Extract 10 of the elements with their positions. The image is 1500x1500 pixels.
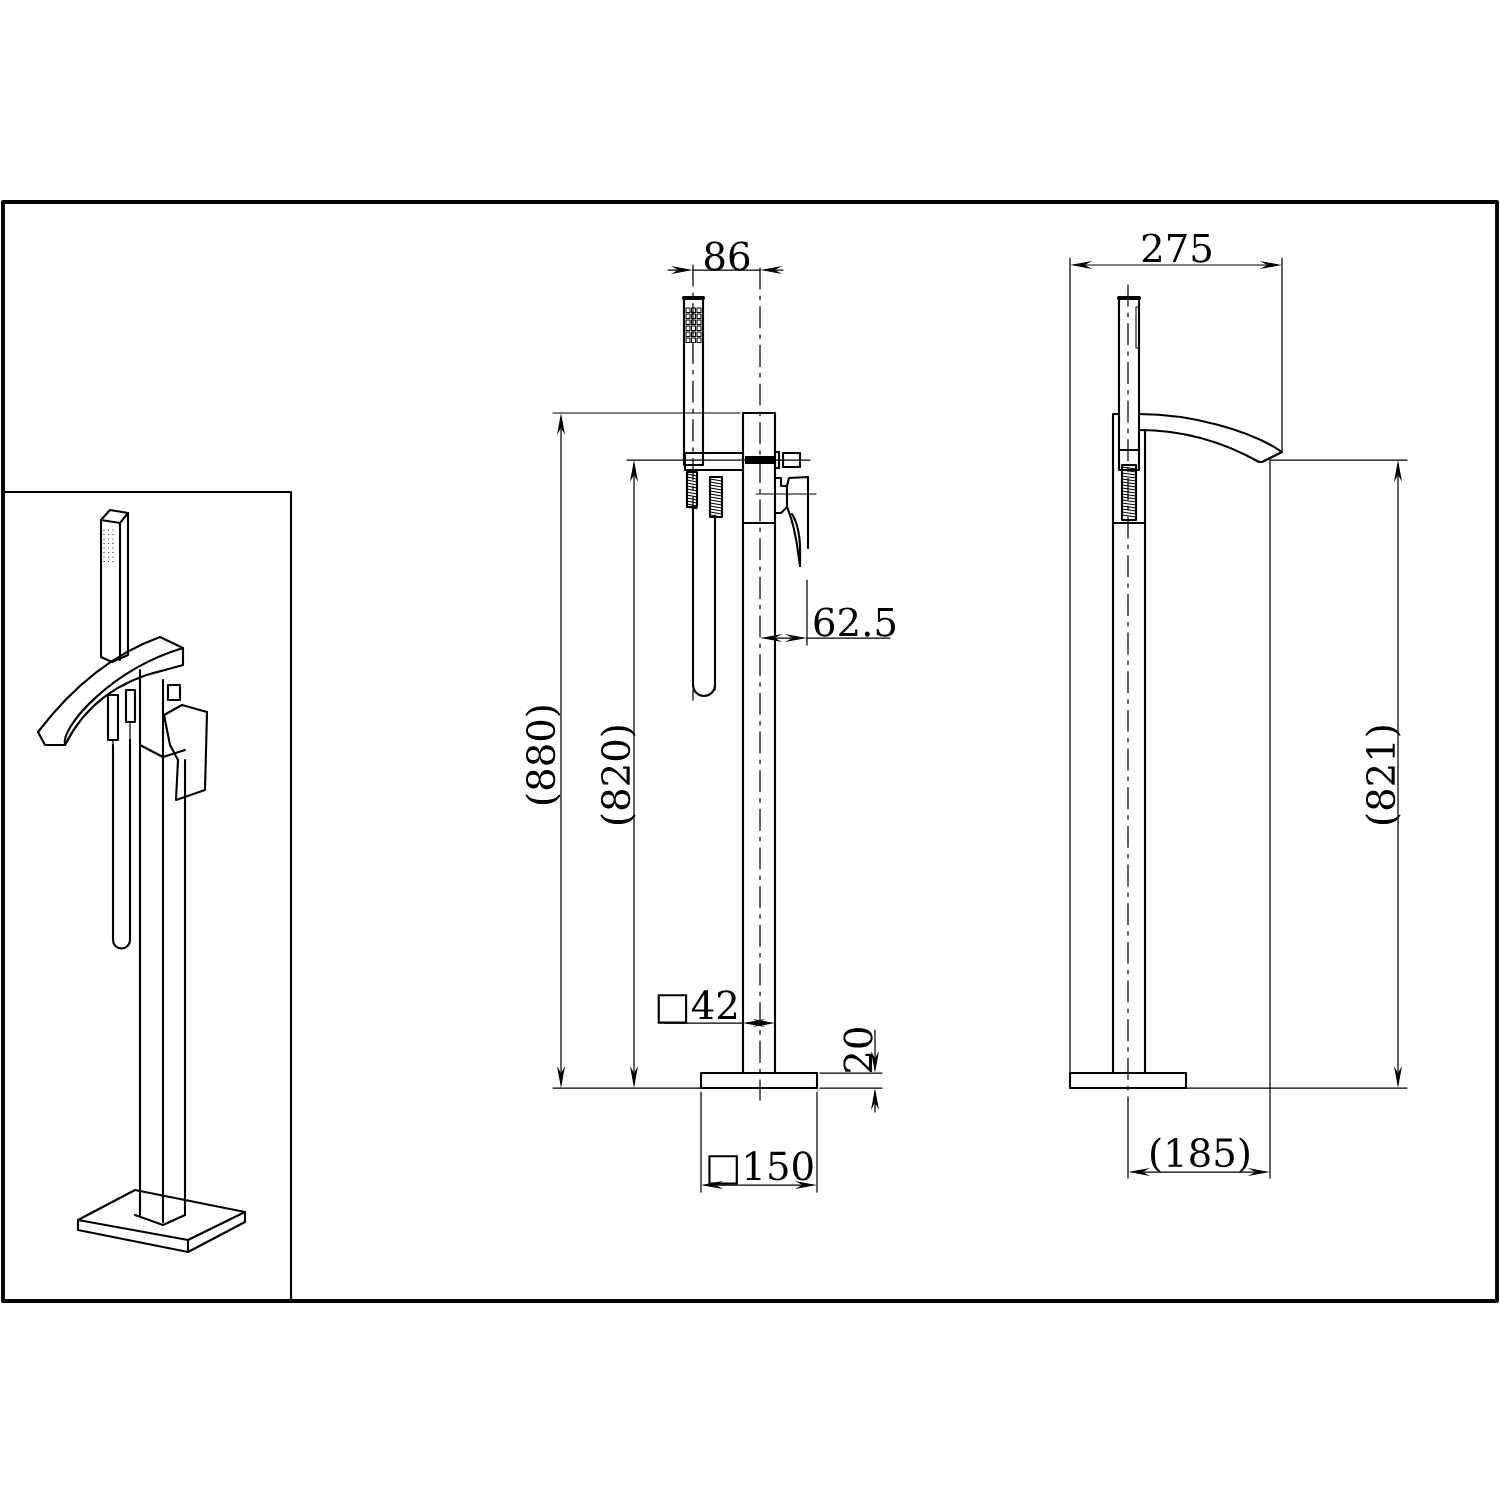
dimension-text: (820) — [600, 726, 636, 824]
dimension-text: 275 — [1142, 233, 1211, 263]
dimension-text: 62.5 — [814, 607, 896, 637]
dimension-text: □150 — [708, 1151, 813, 1185]
dimension-text: (821) — [1365, 726, 1401, 824]
dimension-text: (185) — [1151, 1137, 1249, 1173]
dimension-text: 20 — [843, 1028, 873, 1072]
dimension-text: 86 — [705, 241, 750, 271]
dimension-text: □42 — [657, 990, 737, 1024]
dimension-text: (880) — [525, 706, 561, 804]
